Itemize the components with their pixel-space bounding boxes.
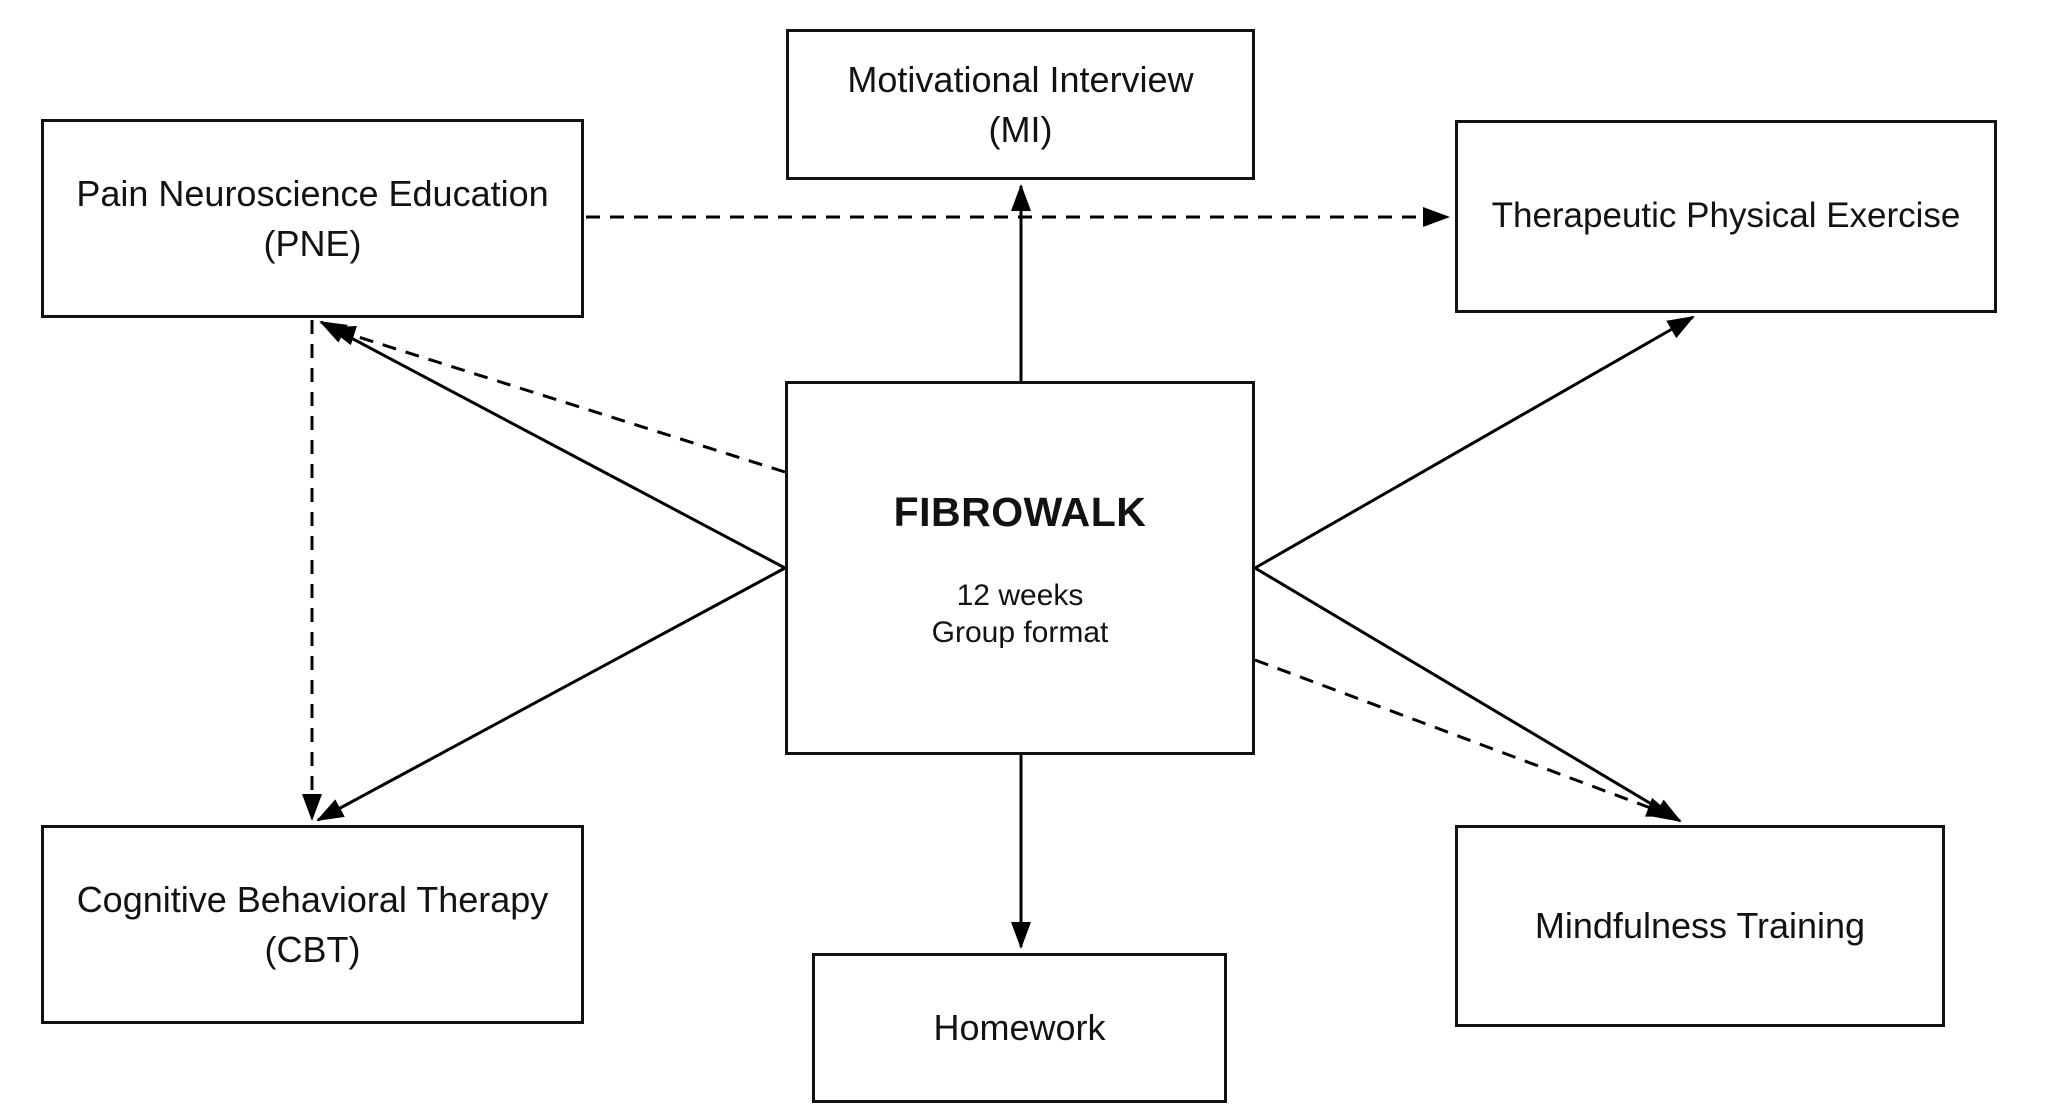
node-abbreviation: (MI) xyxy=(988,108,1053,150)
node-therapeutic-physical-exercise: Therapeutic Physical Exercise xyxy=(1455,120,1997,313)
node-label: Pain Neuroscience Education xyxy=(76,172,549,214)
node-label: Mindfulness Training xyxy=(1534,905,1866,947)
edge-fibrowalk-pne-dashed xyxy=(328,326,786,474)
edge-fibrowalk-mindfulness-solid xyxy=(1254,566,1682,823)
node-fibrowalk: FIBROWALK 12 weeks Group format xyxy=(785,381,1255,755)
node-abbreviation: (PNE) xyxy=(263,222,362,264)
node-label: Motivational Interview xyxy=(847,58,1194,100)
edge-fibrowalk-tpe-solid xyxy=(1254,315,1695,570)
edge-fibrowalk-mindfulness-dashed xyxy=(1254,658,1674,818)
node-label: Homework xyxy=(933,1007,1106,1049)
edge-fibrowalk-cbt-solid xyxy=(316,566,786,822)
node-homework: Homework xyxy=(812,953,1227,1103)
node-pain-neuroscience-education: Pain Neuroscience Education (PNE) xyxy=(41,119,584,318)
node-label: Therapeutic Physical Exercise xyxy=(1491,196,1961,236)
node-motivational-interview: Motivational Interview (MI) xyxy=(786,29,1255,180)
fibrowalk-format: Group format xyxy=(931,616,1109,650)
fibrowalk-title: FIBROWALK xyxy=(893,489,1147,536)
node-abbreviation: (CBT) xyxy=(264,928,361,970)
edge-fibrowalk-pne-solid xyxy=(319,320,786,570)
node-label: Cognitive Behavioral Therapy xyxy=(76,878,549,920)
fibrowalk-duration: 12 weeks xyxy=(956,578,1084,612)
node-mindfulness-training: Mindfulness Training xyxy=(1455,825,1945,1027)
node-cognitive-behavioral-therapy: Cognitive Behavioral Therapy (CBT) xyxy=(41,825,584,1024)
